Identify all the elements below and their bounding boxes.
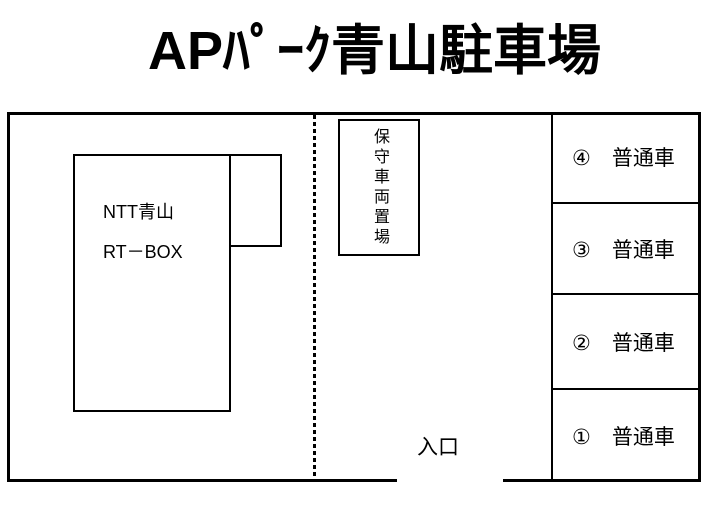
parking-space-3: ③ 普通車 — [553, 204, 701, 295]
parking-space-2: ② 普通車 — [553, 295, 701, 390]
parking-space-1: ① 普通車 — [553, 390, 701, 482]
entrance-label: 入口 — [417, 436, 459, 459]
building-ntt-aoyama: NTT青山 RT－BOX — [73, 154, 231, 412]
page-title: APﾊﾟｰｸ青山駐車場 — [148, 21, 602, 81]
parking-space-4-label: ④ 普通車 — [572, 147, 675, 170]
building-label-line2: RT－BOX — [103, 242, 183, 262]
maintenance-area-label: 保守車両置場 — [371, 127, 388, 248]
maintenance-vehicle-area: 保守車両置場 — [338, 119, 420, 256]
parking-lot-boundary: NTT青山 RT－BOX 保守車両置場 ④ 普通車 ③ 普通車 ② 普通車 ① … — [7, 112, 701, 482]
parking-space-4: ④ 普通車 — [553, 112, 701, 204]
building-label-line1: NTT青山 — [103, 202, 174, 222]
parking-space-1-label: ① 普通車 — [572, 426, 675, 449]
parking-space-3-label: ③ 普通車 — [572, 238, 675, 262]
lane-divider-dotted-line — [313, 115, 316, 482]
entrance-gap — [397, 479, 503, 482]
parking-space-2-label: ② 普通車 — [572, 331, 675, 355]
building-annex — [231, 154, 282, 247]
parking-spaces-column: ④ 普通車 ③ 普通車 ② 普通車 ① 普通車 — [551, 112, 701, 482]
